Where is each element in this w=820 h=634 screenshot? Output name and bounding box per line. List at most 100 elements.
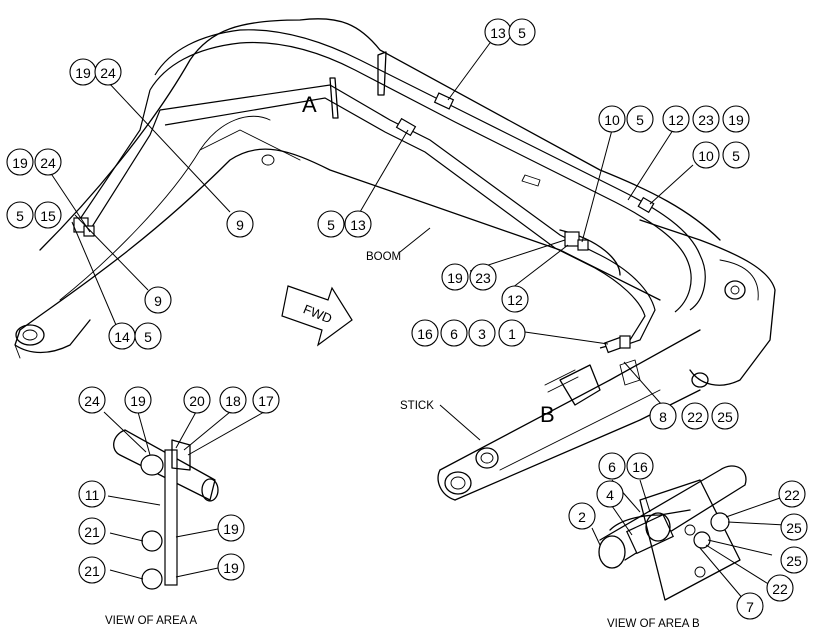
callout-circle (78, 556, 106, 584)
callout-number: 7 (746, 599, 754, 615)
callout-number: 22 (784, 487, 800, 503)
callout-number: 4 (606, 487, 614, 503)
callout-7: 7 (736, 592, 764, 620)
callout-number: 6 (450, 326, 458, 342)
boom-label: BOOM (366, 251, 401, 263)
callout-circle (226, 210, 254, 238)
callout-19: 19 (6, 148, 34, 176)
callout-5: 5 (317, 210, 345, 238)
callout-circle (498, 319, 526, 347)
callout-5: 5 (626, 105, 654, 133)
callout-circle (6, 201, 34, 229)
callout-4: 4 (596, 480, 624, 508)
callout-9: 9 (226, 210, 254, 238)
callout-circle (144, 286, 172, 314)
callout-circle (501, 285, 529, 313)
callout-number: 19 (223, 560, 239, 576)
callout-circle (626, 105, 654, 133)
callout-number: 12 (668, 112, 684, 128)
area-a-label: A (302, 92, 317, 117)
view-area-b: VIEW OF AREA B (598, 465, 747, 630)
callout-19: 19 (69, 58, 97, 86)
callout-number: 6 (608, 459, 616, 475)
callout-number: 24 (100, 65, 116, 81)
callout-19: 19 (217, 514, 245, 542)
callout-number: 25 (786, 520, 802, 536)
callout-5: 5 (508, 18, 536, 46)
callout-circle (252, 386, 280, 414)
callout-number: 11 (85, 487, 100, 503)
callout-number: 10 (604, 112, 620, 128)
callout-number: 16 (417, 326, 433, 342)
callout-6: 6 (598, 452, 626, 480)
callout-number: 25 (717, 409, 733, 425)
callout-20: 20 (183, 386, 211, 414)
callout-circle (596, 480, 624, 508)
callout-number: 3 (478, 326, 486, 342)
callout-circle (468, 319, 496, 347)
callout-circle (217, 514, 245, 542)
callout-21: 21 (78, 556, 106, 584)
callout-number: 1 (508, 326, 516, 342)
callout-circle (736, 592, 764, 620)
callout-circle (778, 480, 806, 508)
hose-lines (73, 29, 706, 406)
callout-16: 16 (626, 452, 654, 480)
callout-10: 10 (598, 105, 626, 133)
callout-circle (34, 148, 62, 176)
callout-number: 21 (84, 524, 100, 540)
callout-number: 17 (258, 393, 274, 409)
callout-circle (681, 402, 709, 430)
callout-19: 19 (124, 386, 152, 414)
callout-1: 1 (498, 319, 526, 347)
callout-number: 21 (84, 563, 100, 579)
callout-circle (649, 402, 677, 430)
callout-circle (34, 201, 62, 229)
callout-circle (183, 386, 211, 414)
callout-circle (134, 322, 162, 350)
callout-15: 15 (34, 201, 62, 229)
callout-25: 25 (780, 546, 808, 574)
callout-number: 5 (518, 25, 526, 41)
view-area-b-caption: VIEW OF AREA B (607, 618, 700, 630)
stick-drawing (437, 329, 701, 501)
callout-number: 25 (786, 553, 802, 569)
callout-circle (780, 546, 808, 574)
callout-17: 17 (252, 386, 280, 414)
callout-circle (692, 105, 720, 133)
callout-5: 5 (6, 201, 34, 229)
callout-3: 3 (468, 319, 496, 347)
callout-number: 12 (507, 292, 523, 308)
callout-23: 23 (692, 105, 720, 133)
callout-circle (94, 58, 122, 86)
callout-number: 10 (698, 148, 714, 164)
callout-21: 21 (78, 517, 106, 545)
callout-circle (626, 452, 654, 480)
callout-circle (722, 105, 750, 133)
callout-number: 24 (84, 393, 100, 409)
callout-circle (344, 210, 372, 238)
callout-number: 5 (144, 329, 152, 345)
callout-number: 24 (40, 155, 56, 171)
callout-number: 19 (12, 155, 28, 171)
callout-number: 23 (475, 270, 491, 286)
callout-25: 25 (780, 513, 808, 541)
callout-circle (508, 18, 536, 46)
callout-circle (662, 105, 690, 133)
area-b-label: B (540, 402, 555, 427)
callout-number: 13 (350, 217, 366, 233)
callout-16: 16 (411, 319, 439, 347)
callout-24: 24 (34, 148, 62, 176)
callout-6: 6 (440, 319, 468, 347)
callout-2: 2 (568, 502, 596, 530)
callout-22: 22 (681, 402, 709, 430)
callout-10: 10 (692, 141, 720, 169)
callout-5: 5 (722, 141, 750, 169)
callout-circle (441, 263, 469, 291)
callout-number: 23 (698, 112, 714, 128)
callout-number: 19 (728, 112, 744, 128)
callout-number: 9 (154, 293, 162, 309)
callout-number: 20 (189, 393, 205, 409)
callout-5: 5 (134, 322, 162, 350)
